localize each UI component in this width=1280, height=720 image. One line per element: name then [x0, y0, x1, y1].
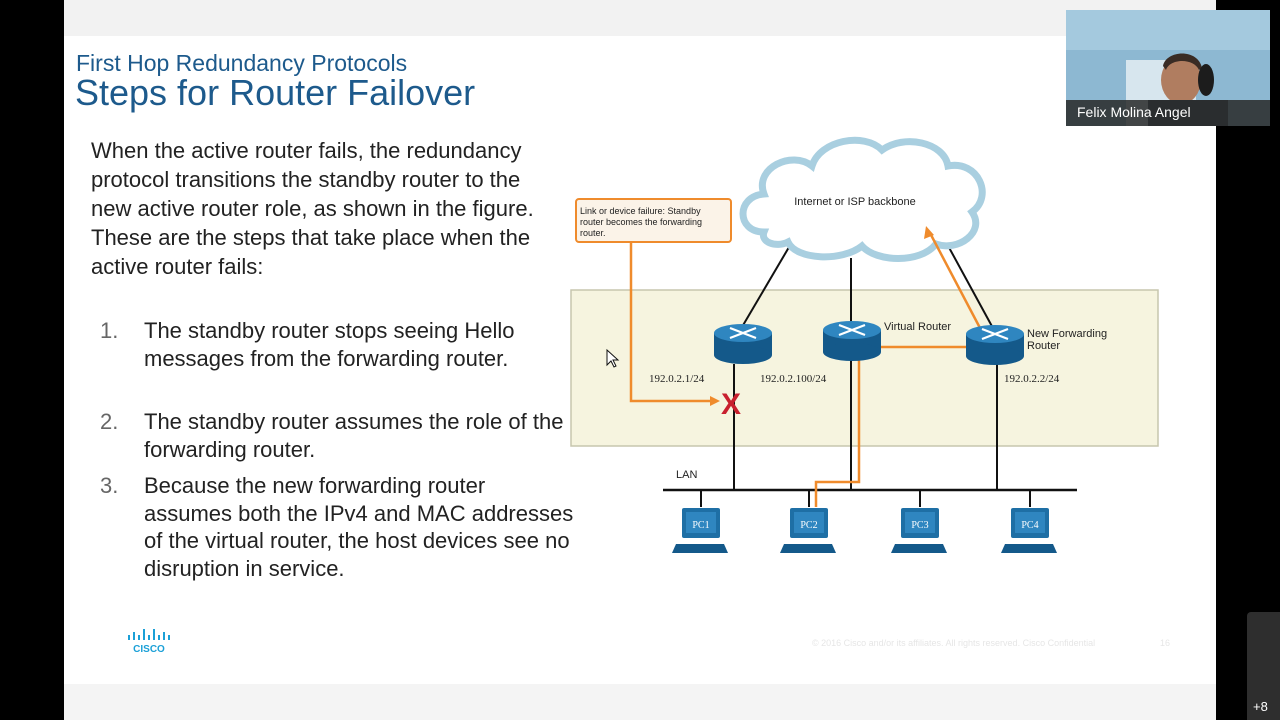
presentation-slide: First Hop Redundancy Protocols Steps for…: [64, 0, 1216, 720]
intro-paragraph: When the active router fails, the redund…: [91, 138, 534, 279]
new-forwarding-router-icon: [966, 325, 1024, 365]
pc1-label: PC1: [692, 520, 709, 531]
pc3-label: PC3: [911, 520, 928, 531]
participant-name-bar: [1066, 100, 1270, 126]
new-forwarding-label-2: Router: [1027, 340, 1060, 352]
callout-pointer: [629, 243, 716, 403]
step-text: Because the new forwarding router assume…: [144, 473, 574, 581]
cisco-logo-text: CISCO: [133, 644, 165, 655]
callout-pointer-arrow: [710, 396, 720, 406]
router-1-icon: [714, 324, 772, 364]
pc4-label: PC4: [1021, 520, 1038, 531]
pc2-icon: PC2: [780, 508, 836, 553]
cisco-logo: CISCO: [128, 629, 170, 655]
uplink-router2: [945, 241, 995, 331]
copyright-footer: © 2016 Cisco and/or its affiliates. All …: [812, 638, 1096, 648]
more-participants-count[interactable]: +8: [1253, 699, 1268, 714]
pc3-icon: PC3: [891, 508, 947, 553]
more-participants-tab[interactable]: [1247, 612, 1280, 720]
cloud-label: Internet or ISP backbone: [794, 196, 916, 208]
participant-video-tile[interactable]: Felix Molina Angel: [1066, 10, 1270, 126]
slide-subtitle: First Hop Redundancy Protocols: [76, 50, 408, 76]
mouse-cursor-icon: [606, 348, 620, 368]
step-number: 2.: [100, 409, 119, 434]
traffic-path-arrow: [924, 226, 934, 239]
step-number: 3.: [100, 473, 119, 498]
pc4-icon: PC4: [1001, 508, 1057, 553]
uplink-router1: [741, 241, 793, 328]
step-text: The standby router assumes the role of t…: [144, 409, 564, 462]
slide-bottom-band: [64, 684, 1216, 720]
step-text: The standby router stops seeing Hello me…: [144, 318, 515, 371]
callout-line-2: router becomes the forwarding: [580, 217, 702, 227]
virtual-router-icon: [823, 321, 881, 361]
virtual-ip-label: 192.0.2.100/24: [760, 373, 827, 385]
slide-top-band: [64, 0, 1216, 36]
failure-callout: [575, 198, 732, 243]
callout-line-1: Link or device failure: Standby: [580, 206, 701, 216]
router1-ip-label: 192.0.2.1/24: [649, 373, 705, 385]
step-number: 1.: [100, 318, 119, 343]
router2-ip-label: 192.0.2.2/24: [1004, 373, 1060, 385]
lan-zone: [570, 289, 1159, 447]
internet-cloud: [739, 136, 986, 262]
pc1-icon: PC1: [672, 508, 728, 553]
network-diagram: Internet or ISP backbone Link or device …: [570, 136, 1159, 553]
virtual-router-label: Virtual Router: [884, 321, 951, 333]
page-number: 16: [1160, 638, 1171, 648]
new-forwarding-label-1: New Forwarding: [1027, 328, 1107, 340]
failure-x-mark: X: [721, 388, 741, 421]
lan-label: LAN: [676, 469, 697, 481]
participant-name: Felix Molina Angel: [1077, 104, 1191, 120]
traffic-path: [814, 345, 990, 507]
pc2-label: PC2: [800, 520, 817, 531]
slide-title: Steps for Router Failover: [75, 72, 476, 113]
callout-line-3: router.: [580, 228, 606, 238]
